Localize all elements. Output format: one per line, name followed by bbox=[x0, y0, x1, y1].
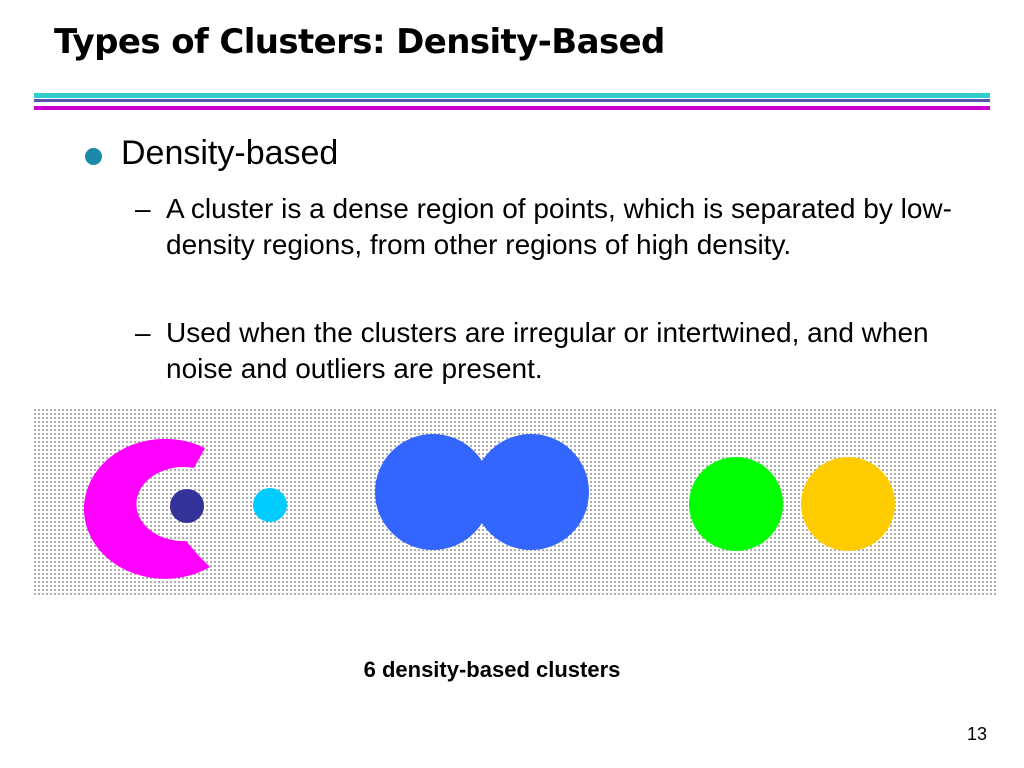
cluster-blue-right bbox=[473, 434, 589, 550]
figure-caption: 6 density-based clusters bbox=[363, 657, 621, 682]
cluster-magenta-c-shape bbox=[83, 438, 210, 579]
clusters-svg bbox=[83, 434, 895, 579]
page-number: 13 bbox=[966, 724, 987, 744]
sub-bullet-text: Used when the clusters are irregular or … bbox=[166, 317, 929, 384]
cluster-yellow bbox=[801, 457, 895, 551]
cluster-cyan-small bbox=[253, 488, 287, 522]
clusters-figure bbox=[33, 408, 997, 596]
cluster-blue-left bbox=[375, 434, 491, 550]
title-rule-navy bbox=[34, 99, 990, 102]
title-rule-magenta bbox=[34, 106, 990, 110]
dash-marker: – bbox=[135, 193, 151, 224]
dash-marker: – bbox=[135, 317, 151, 348]
sub-bullet-text: A cluster is a dense region of points, w… bbox=[166, 193, 952, 260]
bullet-density-based: Density-based bbox=[121, 134, 339, 172]
cluster-green bbox=[689, 457, 783, 551]
title-rule-cyan bbox=[34, 93, 990, 98]
bullet-dot-icon bbox=[85, 148, 102, 165]
slide-title: Types of Clusters: Density-Based bbox=[54, 22, 665, 62]
cluster-navy-small bbox=[170, 489, 204, 523]
